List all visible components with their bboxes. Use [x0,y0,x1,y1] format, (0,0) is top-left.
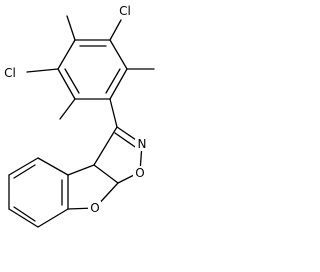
cl-top-label: Cl [119,4,131,18]
atom-label-cl-top: Cl [117,4,133,18]
o-furan-label: O [90,201,99,215]
cl-left-bond [26,68,59,73]
aryl-isoxazoline-bond [109,98,118,128]
atom-label-o-furan: O [88,201,101,215]
cl-left-label: Cl [4,66,16,80]
methyl-top-left [66,15,76,41]
molecule-diagram: Cl Cl N O O [2,4,155,228]
atom-label-n: N [135,137,148,151]
aryl-substituents [26,15,155,120]
atom-label-cl-left: Cl [2,66,19,80]
n-label: N [138,137,147,151]
atom-label-o-isoxazole: O [133,166,146,180]
o-isoxazole-label: O [135,166,144,180]
benzo-ring [8,157,69,228]
structure-svg: Cl Cl N O O [2,4,155,228]
aryl-ring [57,39,128,100]
methyl-bottom-left [59,98,76,120]
cl-top-bond [109,19,122,41]
